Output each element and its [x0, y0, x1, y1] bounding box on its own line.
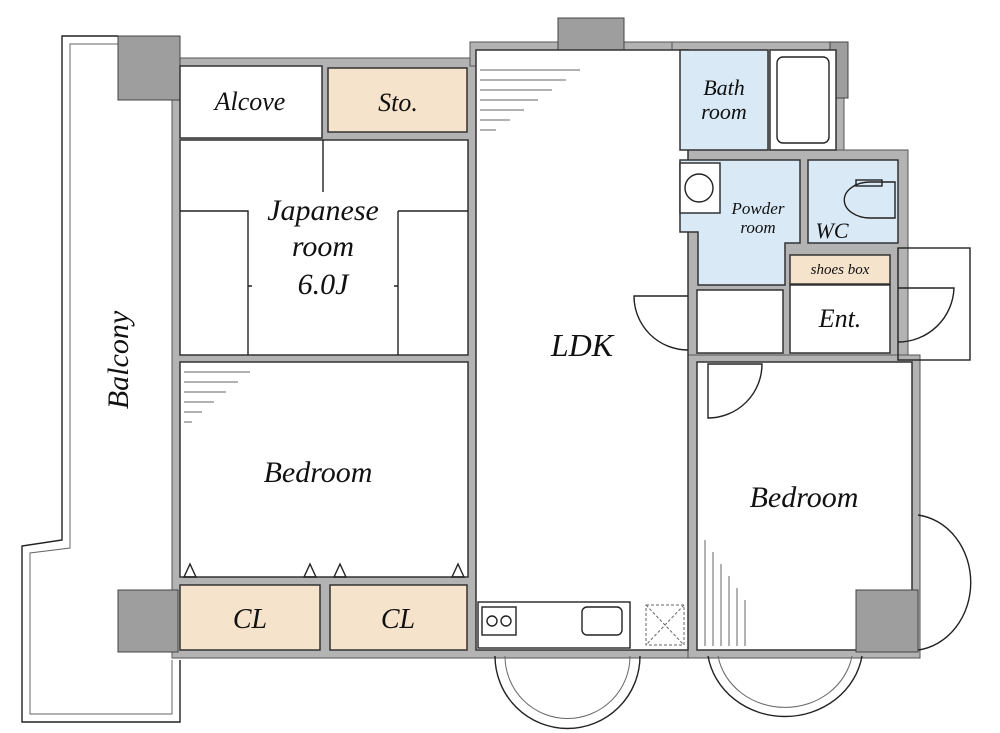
- entrance-porch: [897, 247, 971, 361]
- closet-door-markers: [182, 562, 466, 578]
- wc-label: WC: [816, 218, 849, 243]
- bedroom-right-label: Bedroom: [750, 481, 859, 514]
- japanese-room-label-2: room: [292, 230, 354, 263]
- bay-window: [494, 655, 641, 730]
- bedroom-door[interactable]: [707, 363, 763, 419]
- stove-icon: [481, 606, 517, 636]
- bay-window: [917, 514, 972, 651]
- closet-2: [329, 584, 468, 651]
- storage: [327, 67, 468, 133]
- bath-room: [679, 49, 769, 151]
- bay-window: [707, 655, 863, 718]
- japanese-room: Japanese room 6.0J: [179, 139, 469, 356]
- refrigerator-space: [645, 604, 685, 646]
- hallway: [696, 289, 784, 354]
- bath-room-label-1: Bath: [703, 75, 745, 100]
- entrance-label: Ent.: [818, 304, 862, 333]
- column: [117, 35, 181, 101]
- japanese-room-size: 6.0J: [298, 268, 351, 301]
- washer-icon: [684, 173, 714, 203]
- entrance: [789, 284, 891, 354]
- storage-label: Sto.: [378, 88, 418, 117]
- alcove: [179, 65, 323, 139]
- bathtub-icon: [776, 56, 830, 144]
- entrance-door[interactable]: [897, 287, 955, 343]
- shoes-box-label: shoes box: [811, 262, 870, 278]
- japanese-room-label-1: Japanese: [267, 194, 379, 227]
- bedroom-left-label: Bedroom: [264, 456, 373, 489]
- ldk-label: LDK: [550, 327, 615, 363]
- bedroom-left: Bedroom: [179, 361, 469, 578]
- shoes-box: [789, 254, 891, 285]
- closet-1-label: CL: [233, 604, 267, 635]
- bedroom-right: Bedroom: [696, 361, 919, 653]
- column: [117, 589, 179, 653]
- ldk: LDK: [475, 49, 689, 651]
- bathtub: [769, 49, 837, 151]
- wc: [807, 159, 899, 244]
- washing-machine: [679, 162, 721, 214]
- balcony-label: Balcony: [102, 310, 135, 409]
- toilet-icon: [843, 181, 896, 219]
- column: [557, 17, 625, 55]
- closet-1: [179, 584, 321, 651]
- closet-2-label: CL: [381, 604, 415, 635]
- bath-room-label-2: room: [701, 99, 747, 124]
- kitchen-counter: [477, 601, 631, 649]
- sink-icon: [581, 606, 623, 636]
- powder-room-label-1: Powder: [731, 199, 785, 218]
- balcony: Balcony: [21, 35, 181, 723]
- powder-room-label-2: room: [740, 218, 775, 237]
- alcove-label: Alcove: [213, 87, 286, 116]
- ldk-door[interactable]: [633, 295, 689, 351]
